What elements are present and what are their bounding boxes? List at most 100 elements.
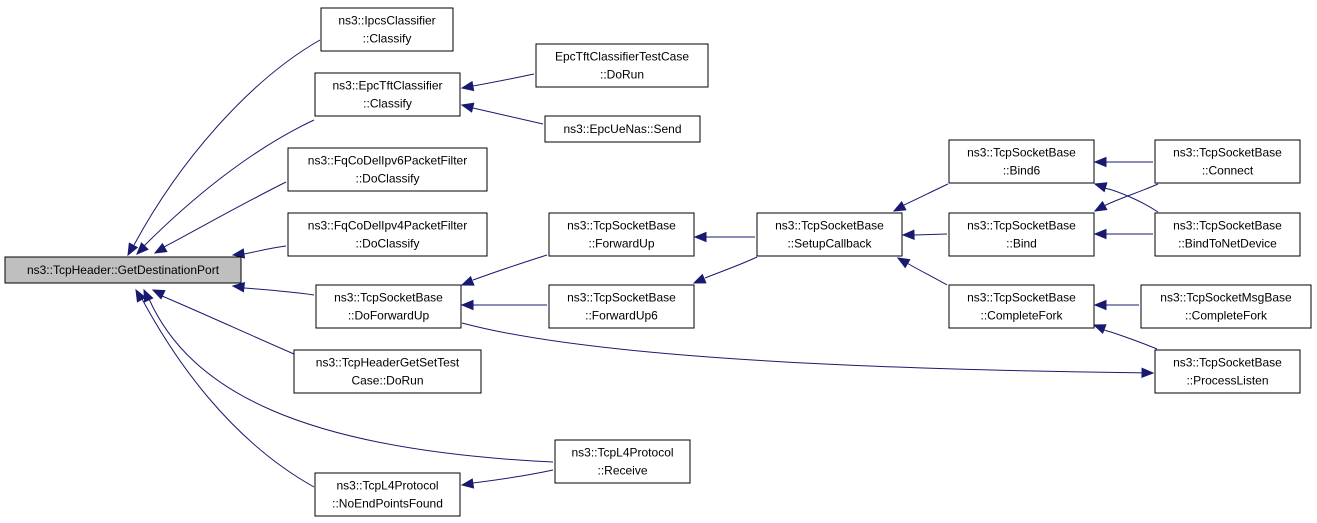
node-label-line: ::BindToNetDevice: [1178, 237, 1277, 251]
node-label-line: ns3::IpcsClassifier: [338, 14, 435, 28]
arrow-head-icon: [143, 288, 154, 303]
edge-n16-to-n13: [896, 257, 948, 286]
node-ns3-tcpsocketbase-bind6[interactable]: ns3::TcpSocketBase::Bind6: [948, 139, 1095, 184]
node-label-line: ns3::TcpSocketBase: [334, 291, 443, 305]
edge-n7-to-n0: [135, 288, 315, 488]
node-box: [756, 212, 903, 257]
call-nodes: ns3::TcpHeader::GetDestinationPort ns3::I…: [4, 7, 1312, 517]
node-box: [548, 212, 695, 257]
node-ns3-tcpsocketbase-bind[interactable]: ns3::TcpSocketBase::Bind: [948, 212, 1095, 257]
node-box: [287, 212, 488, 257]
arrow-head-icon: [231, 282, 245, 293]
node-ns3-tcpsocketbase-processlisten[interactable]: ns3::TcpSocketBase::ProcessListen: [1154, 349, 1301, 394]
node-label-line: ns3::TcpSocketBase: [567, 291, 676, 305]
edge-n2-to-n0: [136, 119, 315, 255]
node-box: [314, 472, 461, 517]
edge-line: [143, 119, 315, 247]
edge-n12-to-n0: [143, 288, 554, 463]
arrow-head-icon: [135, 288, 147, 303]
arrow-head-icon: [460, 80, 475, 92]
edge-n15-to-n13: [901, 229, 948, 240]
node-box: [314, 72, 461, 117]
node-label-line: ::Receive: [597, 464, 647, 478]
node-box: [948, 284, 1095, 329]
edge-n11-to-n5: [460, 299, 547, 311]
arrow-head-icon: [153, 242, 168, 254]
node-label-line: ::Bind6: [1003, 164, 1041, 178]
arrow-head-icon: [1093, 200, 1108, 212]
node-label-line: ns3::TcpSocketBase: [1173, 219, 1282, 233]
node-ns3-fqcodelipv6packetfilter-doclassify[interactable]: ns3::FqCoDelIpv6PacketFilter::DoClassify: [287, 147, 488, 192]
node-label-line: ::CompleteFork: [980, 309, 1063, 323]
node-label-line: ::ProcessListen: [1186, 374, 1268, 388]
node-box: [1154, 212, 1301, 257]
edge-n17-to-n15: [1093, 183, 1159, 212]
edge-line: [461, 322, 1154, 374]
node-ns3-tcpsocketbase-forwardup6[interactable]: ns3::TcpSocketBase::ForwardUp6: [548, 284, 695, 329]
edge-line: [163, 181, 287, 248]
arrow-head-icon: [151, 289, 166, 300]
node-ns3-tcpheader-getdestinationport[interactable]: ns3::TcpHeader::GetDestinationPort: [4, 256, 242, 284]
arrow-head-icon: [1141, 367, 1155, 379]
edge-line: [1103, 187, 1159, 213]
edge-n13-to-n10: [693, 231, 755, 243]
node-label-line: ns3::TcpSocketBase: [567, 219, 676, 233]
node-box: [948, 212, 1095, 257]
edge-line: [472, 469, 554, 484]
node-label-line: ns3::FqCoDelIpv4PacketFilter: [308, 219, 467, 233]
node-box: [315, 284, 462, 329]
node-ns3-tcpsocketmsgbase-completefork[interactable]: ns3::TcpSocketMsgBase::CompleteFork: [1140, 284, 1312, 329]
node-label-line: ns3::TcpHeader::GetDestinationPort: [27, 263, 220, 277]
arrow-head-icon: [692, 273, 707, 284]
node-box: [948, 139, 1095, 184]
arrow-head-icon: [896, 257, 911, 269]
edge-n18-to-n15: [1093, 228, 1153, 240]
node-ns3-tcpl4protocol-receive[interactable]: ns3::TcpL4Protocol::Receive: [554, 439, 691, 484]
node-ns3-tcpsocketbase-bindtonetdevice[interactable]: ns3::TcpSocketBase::BindToNetDevice: [1154, 212, 1301, 257]
call-edges: [127, 39, 1159, 489]
node-ns3-tcpsocketbase-forwardup[interactable]: ns3::TcpSocketBase::ForwardUp: [548, 212, 695, 257]
arrow-head-icon: [1093, 299, 1107, 311]
edge-line: [704, 256, 758, 279]
node-box: [1154, 139, 1301, 184]
node-ns3-ipcsclassifier-classify[interactable]: ns3::IpcsClassifier::Classify: [320, 7, 454, 52]
node-label-line: Case::DoRun: [351, 374, 423, 388]
node-ns3-tcpsocketbase-completefork[interactable]: ns3::TcpSocketBase::CompleteFork: [948, 284, 1095, 329]
edge-n5-to-n0: [231, 282, 315, 296]
arrow-head-icon: [1093, 156, 1107, 168]
node-label-line: ::Classify: [363, 97, 412, 111]
node-label-line: ::Connect: [1202, 164, 1254, 178]
node-label-line: ns3::TcpHeaderGetSetTest: [316, 356, 460, 370]
arrow-head-icon: [1093, 228, 1107, 240]
node-ns3-tcpsocketbase-doforwardup[interactable]: ns3::TcpSocketBase::DoForwardUp: [315, 284, 462, 329]
node-ns3-tcpl4protocol-noendpointsfound[interactable]: ns3::TcpL4Protocol::NoEndPointsFound: [314, 472, 461, 517]
edge-line: [906, 262, 948, 286]
arrow-head-icon: [460, 102, 475, 113]
edge-line: [903, 183, 949, 206]
node-box: [554, 439, 691, 484]
node-epctftclassifiertestcase-dorun[interactable]: EpcTftClassifierTestCase::DoRun: [535, 43, 709, 88]
node-ns3-fqcodelipv4packetfilter-doclassify[interactable]: ns3::FqCoDelIpv4PacketFilter::DoClassify: [287, 212, 488, 257]
node-label-line: ns3::EpcUeNas::Send: [563, 122, 681, 136]
node-label-line: ns3::TcpL4Protocol: [336, 479, 438, 493]
node-ns3-tcpsocketbase-setupcallback[interactable]: ns3::TcpSocketBase::SetupCallback: [756, 212, 903, 257]
edge-n1-to-n0: [127, 39, 321, 257]
node-box: [293, 349, 482, 394]
node-label-line: EpcTftClassifierTestCase: [555, 50, 689, 64]
node-box: [287, 147, 488, 192]
node-ns3-tcpsocketbase-connect[interactable]: ns3::TcpSocketBase::Connect: [1154, 139, 1301, 184]
edge-n8-to-n2: [460, 73, 535, 92]
node-ns3-epctftclassifier-classify[interactable]: ns3::EpcTftClassifier::Classify: [314, 72, 461, 117]
edge-line: [141, 298, 315, 488]
node-box: [1140, 284, 1312, 329]
edge-line: [472, 254, 548, 281]
edge-n3-to-n0: [153, 181, 287, 254]
arrow-head-icon: [901, 229, 915, 240]
edge-n19-to-n16: [1093, 299, 1139, 311]
edge-n6-to-n0: [151, 289, 295, 355]
edge-n13-to-n11: [692, 256, 758, 284]
node-ns3-epcuenas-send[interactable]: ns3::EpcUeNas::Send: [544, 115, 701, 143]
edge-line: [913, 233, 948, 236]
